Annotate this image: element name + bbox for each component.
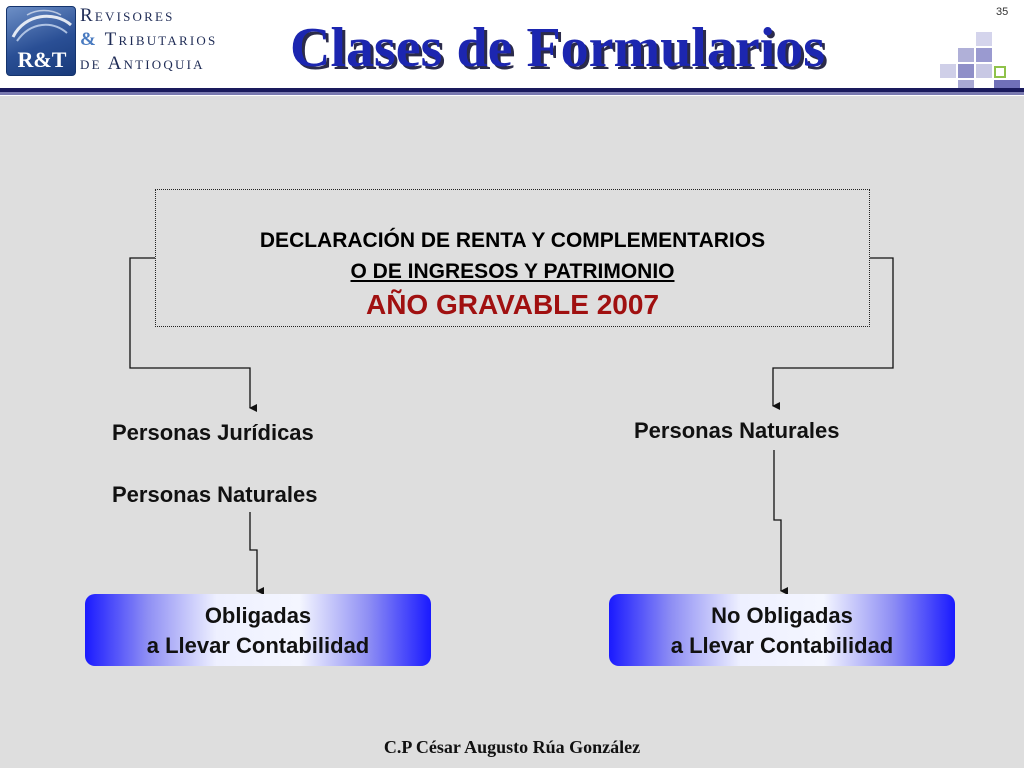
- logo-line-2-text: Tributarios: [104, 29, 218, 50]
- declaration-line-2: O DE INGRESOS Y PATRIMONIO: [350, 260, 675, 283]
- declaration-year: AÑO GRAVABLE 2007: [365, 289, 660, 320]
- slide-number: 35: [996, 6, 1009, 18]
- result-box-obligadas: Obligadas a Llevar Contabilidad: [85, 594, 431, 666]
- decorative-square: [940, 64, 956, 78]
- label-personas-naturales-right: Personas Naturales: [634, 418, 840, 443]
- result-no-obligadas-line-1: No Obligadas: [711, 603, 853, 628]
- header-divider-shadow: [0, 92, 1024, 95]
- connector-left-bottom: [249, 512, 264, 595]
- result-no-obligadas-line-2: a Llevar Contabilidad: [670, 633, 894, 658]
- connector-left-top: [129, 257, 257, 412]
- decorative-square: [976, 48, 992, 62]
- footer-author: C.P César Augusto Rúa González: [383, 737, 641, 757]
- result-obligadas-line-1: Obligadas: [204, 603, 312, 628]
- logo-wordmark: Revisores & Tributarios de Antioquia: [80, 4, 250, 76]
- logo-ampersand: &: [80, 29, 99, 50]
- slide-header: R&T Revisores & Tributarios de Antioquia…: [0, 0, 1024, 96]
- logo-swirl-icon: [11, 9, 72, 42]
- result-obligadas-line-2: a Llevar Contabilidad: [146, 633, 370, 658]
- decorative-square: [976, 32, 992, 46]
- decorative-square: [958, 48, 974, 62]
- result-box-no-obligadas: No Obligadas a Llevar Contabilidad: [609, 594, 955, 666]
- declaration-box: [155, 189, 870, 327]
- connector-right-bottom: [773, 450, 788, 595]
- decorative-square: [976, 64, 992, 78]
- logo-line-3: de Antioquia: [80, 53, 205, 74]
- decorative-square: [994, 80, 1020, 90]
- logo-line-1: Revisores: [80, 5, 175, 26]
- decorative-square: [994, 66, 1006, 78]
- connector-right-top: [772, 257, 894, 410]
- label-personas-naturales-left: Personas Naturales: [112, 482, 318, 507]
- logo-mark: R&T: [6, 6, 76, 76]
- decorative-square: [958, 64, 974, 78]
- label-personas-juridicas: Personas Jurídicas: [112, 420, 314, 445]
- decorative-square: [958, 80, 974, 90]
- page-title: Clases de Formularios: [290, 17, 826, 79]
- logo-line-2: & Tributarios: [80, 28, 250, 52]
- logo-mark-text: R&T: [17, 47, 67, 72]
- header-divider: [0, 88, 1024, 92]
- declaration-line-1: DECLARACIÓN DE RENTA Y COMPLEMENTARIOS: [259, 229, 766, 252]
